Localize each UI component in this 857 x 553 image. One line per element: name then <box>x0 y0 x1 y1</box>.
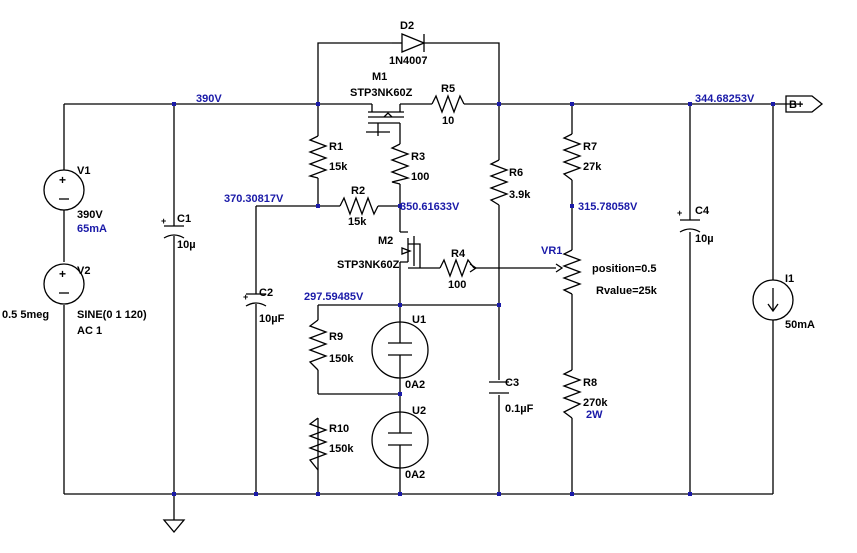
c2-name: C2 <box>259 287 273 299</box>
net-vr1-wiper: 315.78058V <box>578 201 638 213</box>
v2-value: SINE(0 1 120) <box>77 309 147 321</box>
r3-value: 100 <box>411 171 429 183</box>
v1-current: 65mA <box>77 223 107 235</box>
vr1-name: VR1 <box>541 245 562 257</box>
i1-value: 50mA <box>785 319 815 331</box>
capacitor-c3[interactable]: C3 0.1µF <box>489 377 534 415</box>
m2-value: STP3NK60Z <box>337 259 400 271</box>
capacitor-c2[interactable]: + C2 10µF <box>243 287 285 325</box>
r6-value: 3.9k <box>509 189 531 201</box>
r5-name: R5 <box>441 83 455 95</box>
r8-value: 270k <box>583 397 608 409</box>
vr1-position: position=0.5 <box>592 263 657 275</box>
capacitor-c4[interactable]: + C4 10µ <box>677 205 714 245</box>
r7-value: 27k <box>583 161 602 173</box>
resistor-r4[interactable]: R4 100 <box>439 248 478 291</box>
current-source-i1[interactable]: I1 50mA <box>752 273 815 331</box>
svg-text:+: + <box>59 267 66 281</box>
resistor-r3[interactable]: R3 100 <box>390 143 429 185</box>
ground-symbol <box>162 519 186 534</box>
net-tube-stack: 297.59485V <box>304 291 364 303</box>
resistor-r9[interactable]: R9 150k <box>308 319 354 371</box>
source-v2[interactable]: + V2 SINE(0 1 120) AC 1 0.5 5meg <box>2 263 147 337</box>
resistor-r1[interactable]: R1 15k <box>307 135 348 179</box>
m1-value: STP3NK60Z <box>350 87 413 99</box>
capacitor-c1[interactable]: + C1 10µ <box>161 213 196 251</box>
resistor-r7[interactable]: R7 27k <box>562 133 602 181</box>
c1-value: 10µ <box>177 239 196 251</box>
r9-value: 150k <box>329 353 354 365</box>
r5-value: 10 <box>442 115 454 127</box>
mosfet-m1[interactable]: M1 STP3NK60Z <box>350 71 413 118</box>
mosfet-m2[interactable]: M2 STP3NK60Z <box>337 231 415 271</box>
net-supply: 390V <box>196 93 222 105</box>
potentiometer-vr1[interactable]: VR1 position=0.5 Rvalue=25k <box>541 245 658 297</box>
net-gate-divider: 370.30817V <box>224 193 284 205</box>
d2-value: 1N4007 <box>389 55 428 67</box>
u1-value: 0A2 <box>405 379 425 391</box>
resistor-r2[interactable]: R2 15k <box>339 185 379 228</box>
svg-text:+: + <box>161 216 166 226</box>
r10-value: 150k <box>329 443 354 455</box>
tube-u2[interactable]: U2 0A2 <box>371 405 429 481</box>
c3-value: 0.1µF <box>505 403 534 415</box>
r2-value: 15k <box>348 216 367 228</box>
junctions <box>172 102 775 496</box>
svg-text:+: + <box>243 292 248 302</box>
r6-name: R6 <box>509 167 523 179</box>
c4-name: C4 <box>695 205 710 217</box>
wires <box>63 42 802 520</box>
r10-name: R10 <box>329 423 349 435</box>
net-labels: 390V 344.68253V 370.30817V 350.61633V 31… <box>196 93 755 303</box>
u1-name: U1 <box>412 314 426 326</box>
resistor-r6[interactable]: R6 3.9k <box>489 159 531 206</box>
r9-name: R9 <box>329 331 343 343</box>
u2-value: 0A2 <box>405 469 425 481</box>
r1-value: 15k <box>329 161 348 173</box>
r4-value: 100 <box>448 279 466 291</box>
d2-name: D2 <box>400 20 414 32</box>
v2-left-note: 0.5 5meg <box>2 309 49 321</box>
c2-value: 10µF <box>259 313 285 325</box>
m1-name: M1 <box>372 71 387 83</box>
vr1-rvalue: Rvalue=25k <box>596 285 658 297</box>
r8-name: R8 <box>583 377 597 389</box>
c3-name: C3 <box>505 377 519 389</box>
v2-ac: AC 1 <box>77 325 102 337</box>
resistor-r5[interactable]: R5 10 <box>431 83 465 127</box>
v1-value: 390V <box>77 209 103 221</box>
r3-name: R3 <box>411 151 425 163</box>
resistor-r10[interactable]: R10 150k <box>308 417 354 471</box>
port-bplus-label: B+ <box>789 99 803 111</box>
resistor-r8[interactable]: R8 270k 2W <box>562 369 608 421</box>
tube-u1[interactable]: U1 0A2 <box>371 314 429 391</box>
i1-name: I1 <box>785 273 794 285</box>
c1-name: C1 <box>177 213 191 225</box>
port-bplus: B+ <box>785 95 824 113</box>
v2-name: V2 <box>77 265 90 277</box>
source-v1[interactable]: + V1 390V 65mA <box>43 165 107 235</box>
r4-name: R4 <box>451 248 466 260</box>
v1-name: V1 <box>77 165 90 177</box>
r8-power: 2W <box>586 409 603 421</box>
net-output: 344.68253V <box>695 93 755 105</box>
diode-d2[interactable]: D2 1N4007 <box>389 20 428 67</box>
r1-name: R1 <box>329 141 343 153</box>
c4-value: 10µ <box>695 233 714 245</box>
r2-name: R2 <box>351 185 365 197</box>
r7-name: R7 <box>583 141 597 153</box>
net-m1-source: 350.61633V <box>400 201 460 213</box>
m2-name: M2 <box>378 235 393 247</box>
svg-text:+: + <box>677 208 682 218</box>
svg-text:+: + <box>59 173 66 187</box>
u2-name: U2 <box>412 405 426 417</box>
